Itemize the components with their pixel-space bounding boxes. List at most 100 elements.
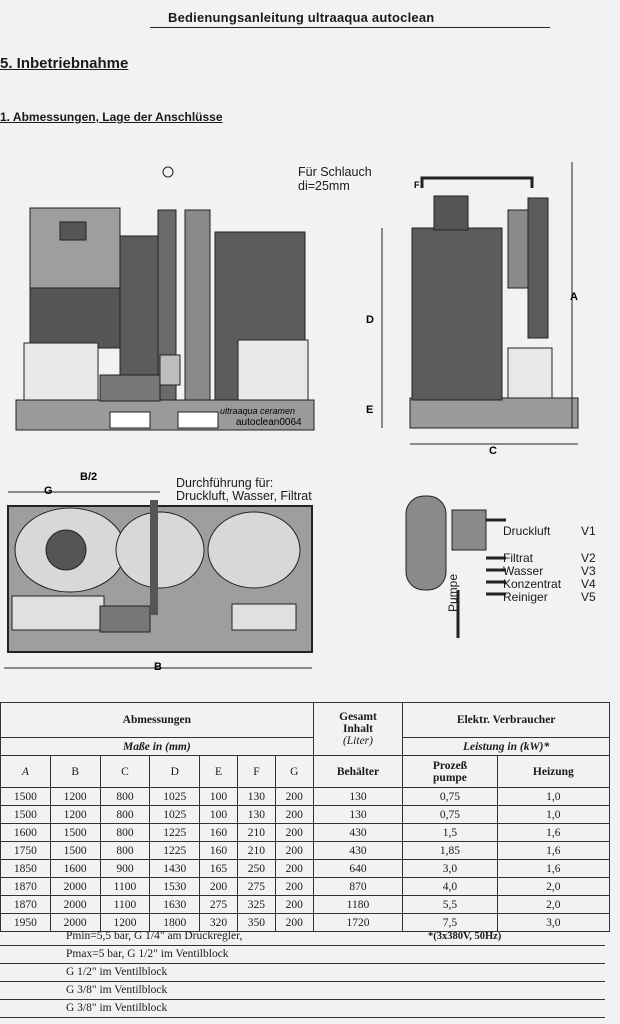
col-f: F <box>236 755 276 788</box>
cell-heating: 1,6 <box>496 859 611 878</box>
cell-f: 275 <box>236 877 276 896</box>
cell-d: 1630 <box>149 895 201 914</box>
cell-heating: 2,0 <box>496 877 611 896</box>
cell-g: 200 <box>274 841 314 860</box>
note-row-4: G 3/8" im Ventilblock <box>0 982 605 1000</box>
unit-dimensions: Maße in (mm) <box>0 737 314 756</box>
cell-a: 1600 <box>0 823 51 842</box>
cell-container: 130 <box>312 787 404 806</box>
col-pump: Prozeß pumpe <box>402 755 498 788</box>
col-c: C <box>99 755 151 788</box>
dimensions-table: Abmessungen Gesamt Inhalt (Liter) Elektr… <box>0 702 611 932</box>
group-header-consumers: Elektr. Verbraucher <box>402 702 610 738</box>
group-header-dimensions: Abmessungen <box>0 702 314 738</box>
cell-pump: 3,0 <box>402 859 498 878</box>
valve-v5-code: V5 <box>581 590 596 604</box>
group-header-volume: Gesamt Inhalt (Liter) <box>312 702 404 756</box>
dim-d: D <box>366 314 374 326</box>
cell-e: 100 <box>199 787 238 806</box>
cell-heating: 1,6 <box>496 841 611 860</box>
cell-pump: 0,75 <box>402 787 498 806</box>
cell-f: 210 <box>236 841 276 860</box>
cell-d: 1025 <box>149 787 201 806</box>
cell-g: 200 <box>274 787 314 806</box>
col-g: G <box>274 755 314 788</box>
cell-container: 640 <box>312 859 404 878</box>
cell-g: 200 <box>274 859 314 878</box>
hose-label: Für Schlauch di=25mm <box>298 165 372 193</box>
cell-container: 1180 <box>312 895 404 914</box>
cell-c: 1200 <box>99 913 151 932</box>
cell-b: 2000 <box>49 895 101 914</box>
page-header: Bedienungsanleitung ultraaqua autoclean <box>168 10 435 25</box>
brand-label: ultraaqua ceramen <box>220 406 295 416</box>
valve-v5-name: Reiniger <box>503 590 548 604</box>
cell-g: 200 <box>274 913 314 932</box>
cell-pump: 7,5 <box>402 913 498 932</box>
valve-v1-name: Druckluft <box>503 524 551 538</box>
cell-d: 1025 <box>149 805 201 824</box>
cell-b: 2000 <box>49 877 101 896</box>
cell-heating: 1,0 <box>496 787 611 806</box>
cell-pump: 1,85 <box>402 841 498 860</box>
cell-d: 1430 <box>149 859 201 878</box>
cell-e: 200 <box>199 877 238 896</box>
cell-f: 130 <box>236 787 276 806</box>
note-row-5: G 3/8" im Ventilblock <box>0 1000 605 1018</box>
note-row-2: Pmax=5 bar, G 1/2" im Ventilblock <box>0 946 605 964</box>
cell-container: 430 <box>312 841 404 860</box>
valve-v1-code: V1 <box>581 524 596 538</box>
cell-a: 1870 <box>0 895 51 914</box>
dim-g: G <box>44 485 53 497</box>
dim-f: F <box>414 180 420 190</box>
section-title: 5. Inbetriebnahme <box>0 55 129 72</box>
cell-a: 1950 <box>0 913 51 932</box>
cell-container: 870 <box>312 877 404 896</box>
cell-a: 1500 <box>0 787 51 806</box>
cell-e: 160 <box>199 823 238 842</box>
col-b: B <box>49 755 101 788</box>
dim-b-half: B/2 <box>80 471 97 483</box>
col-e: E <box>199 755 238 788</box>
cell-b: 2000 <box>49 913 101 932</box>
front-view-drawing: ultraaqua ceramen autoclean0064 <box>15 166 315 431</box>
voltage-note: *(3x380V, 50Hz) <box>428 931 502 942</box>
note-row-1: Pmin=5,5 bar, G 1/4" am Druckregler, *(3… <box>0 928 605 946</box>
cell-pump: 4,0 <box>402 877 498 896</box>
cell-a: 1750 <box>0 841 51 860</box>
valve-v4-code: V4 <box>581 577 596 591</box>
note-5: G 3/8" im Ventilblock <box>66 1002 168 1014</box>
valve-v3-code: V3 <box>581 564 596 578</box>
cell-heating: 2,0 <box>496 895 611 914</box>
cell-g: 200 <box>274 823 314 842</box>
unit-volume: (Liter) <box>342 735 373 747</box>
valve-v4-name: Konzentrat <box>503 577 562 591</box>
cell-d: 1800 <box>149 913 201 932</box>
pump-label: Pumpe <box>446 573 460 612</box>
cell-heating: 1,6 <box>496 823 611 842</box>
cell-c: 1100 <box>99 877 151 896</box>
cell-heating: 3,0 <box>496 913 611 932</box>
note-3: G 1/2" im Ventilblock <box>66 966 168 978</box>
cell-c: 800 <box>99 823 151 842</box>
dim-c: C <box>489 445 497 457</box>
cell-b: 1200 <box>49 805 101 824</box>
cell-f: 130 <box>236 805 276 824</box>
cell-c: 800 <box>99 805 151 824</box>
cell-a: 1850 <box>0 859 51 878</box>
cell-f: 210 <box>236 823 276 842</box>
header-rule <box>150 27 550 28</box>
cell-g: 200 <box>274 805 314 824</box>
cell-d: 1530 <box>149 877 201 896</box>
cell-container: 130 <box>312 805 404 824</box>
cell-a: 1870 <box>0 877 51 896</box>
valve-block-drawing <box>405 495 506 638</box>
